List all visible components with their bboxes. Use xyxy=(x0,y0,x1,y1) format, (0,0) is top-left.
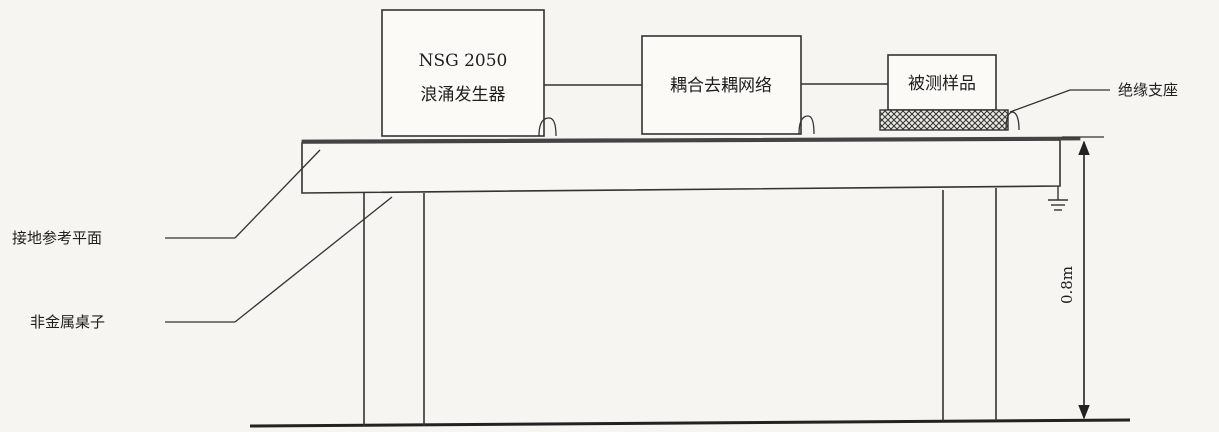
eut-box xyxy=(887,54,997,111)
ground-reference-plane-label: 接地参考平面 xyxy=(12,229,102,247)
height-label: 0.8m xyxy=(1058,266,1076,304)
cdn-label: 耦合去耦网络 xyxy=(670,76,772,96)
generator-name-label: 浪涌发生器 xyxy=(421,85,506,105)
ground-reference-plane xyxy=(301,136,1081,144)
floor-line xyxy=(249,418,1131,428)
table-legs xyxy=(363,188,997,426)
cdn-box xyxy=(641,35,802,135)
insulating-support xyxy=(879,109,1009,131)
surge-generator-box xyxy=(381,9,545,137)
ground-icon xyxy=(1048,186,1068,211)
leader-lines xyxy=(165,89,1110,323)
non-metallic-table-label: 非金属桌子 xyxy=(30,313,105,331)
insulating-support-label: 绝缘支座 xyxy=(1118,81,1178,99)
connection-lines xyxy=(544,83,888,86)
table-top xyxy=(301,139,1061,194)
generator-model-label: NSG 2050 xyxy=(419,51,508,71)
eut-label: 被测样品 xyxy=(908,74,976,94)
ground-loops xyxy=(538,111,1020,137)
